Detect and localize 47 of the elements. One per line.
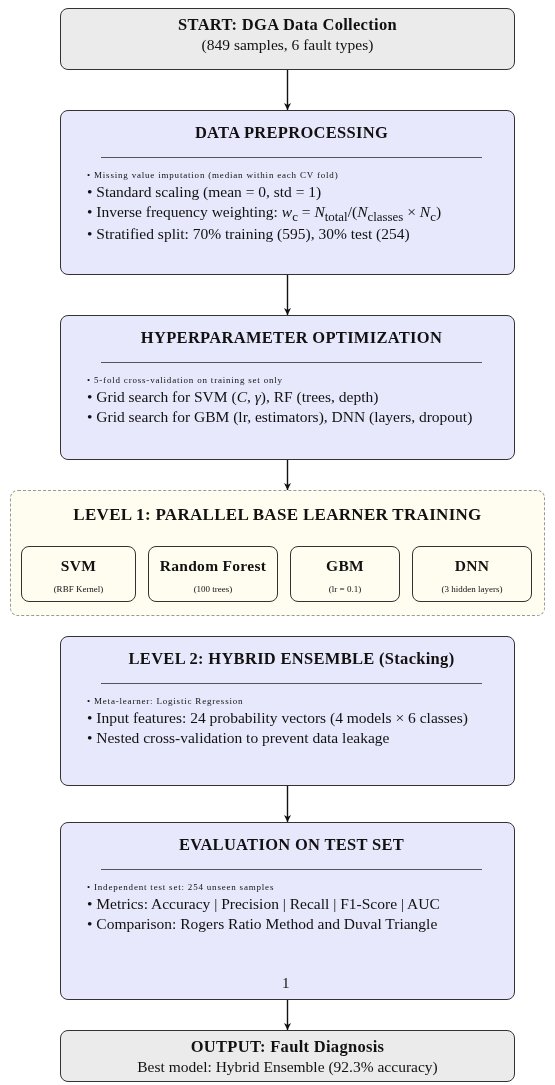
bullet-text: • Inverse frequency weighting: w$_{c}$ = N$_{total}$/(N$_{classes}$ × N$_{c}$) [87, 202, 443, 225]
model-box [290, 546, 400, 602]
group-panel [10, 490, 545, 616]
bullet-text: • Metrics: Accuracy | Precision | Recall | F1-Score | AUC [87, 895, 441, 914]
box-heading: DATA PREPROCESSING [193, 123, 390, 143]
box-subtitle: Best model: Hybrid Ensemble (92.3% accuracy) [136, 1056, 439, 1077]
process-box [60, 315, 515, 460]
process-box [60, 636, 515, 786]
box-heading: EVALUATION ON TEST SET [178, 835, 405, 855]
arrow [284, 274, 291, 316]
terminal-box [60, 8, 515, 70]
box-subtitle: (lr = 0.1) [327, 583, 363, 595]
box-heading: GBM [325, 557, 365, 576]
bullet-text: • Input features: 24 probability vectors (4 models × 6 classes) [87, 709, 469, 728]
box-heading: DNN [453, 557, 491, 576]
model-box [21, 546, 136, 602]
bullet-text: • Grid search for SVM (C, γ), RF (trees, depth) [87, 388, 380, 407]
arrow [284, 999, 291, 1031]
bullet-text: • Missing value imputation (median within each CV fold) [87, 168, 340, 182]
bullet-text: • Stratified split: 70% training (595), 30% test (254) [87, 225, 411, 244]
box-heading: HYPERPARAMETER OPTIMIZATION [139, 328, 444, 348]
bullet-text: • Standard scaling (mean = 0, std = 1) [87, 183, 323, 202]
terminal-box [60, 1030, 515, 1082]
arrow [284, 459, 291, 491]
bullet-text: • Nested cross-validation to prevent data leakage [87, 728, 391, 748]
page-number: 1 [282, 975, 290, 992]
bullet-text: • Grid search for GBM (lr, estimators), DNN (layers, dropout) [87, 407, 474, 427]
group-heading: LEVEL 1: PARALLEL BASE LEARNER TRAINING [72, 505, 483, 526]
box-heading: SVM [59, 557, 98, 576]
box-heading: Random Forest [158, 557, 268, 576]
box-subtitle: (3 hidden layers) [440, 583, 504, 595]
bullet-text: • Independent test set: 254 unseen samples [87, 880, 276, 894]
box-heading: START: DGA Data Collection [177, 15, 398, 35]
bullet-text: • Comparison: Rogers Ratio Method and Duval Triangle [87, 914, 439, 934]
arrow [284, 785, 291, 823]
box-heading: LEVEL 2: HYBRID ENSEMBLE (Stacking) [127, 649, 456, 669]
box-heading: OUTPUT: Fault Diagnosis [189, 1037, 386, 1057]
arrow [284, 69, 291, 111]
bullet-text: • 5-fold cross-validation on training set only [87, 373, 284, 387]
process-box [60, 822, 515, 1000]
model-box [148, 546, 278, 602]
box-subtitle: (849 samples, 6 fault types) [200, 34, 375, 55]
bullet-text: • Meta-learner: Logistic Regression [87, 694, 245, 708]
process-box [60, 110, 515, 275]
box-subtitle: (RBF Kernel) [52, 583, 105, 595]
model-box [412, 546, 532, 602]
box-subtitle: (100 trees) [192, 583, 234, 595]
